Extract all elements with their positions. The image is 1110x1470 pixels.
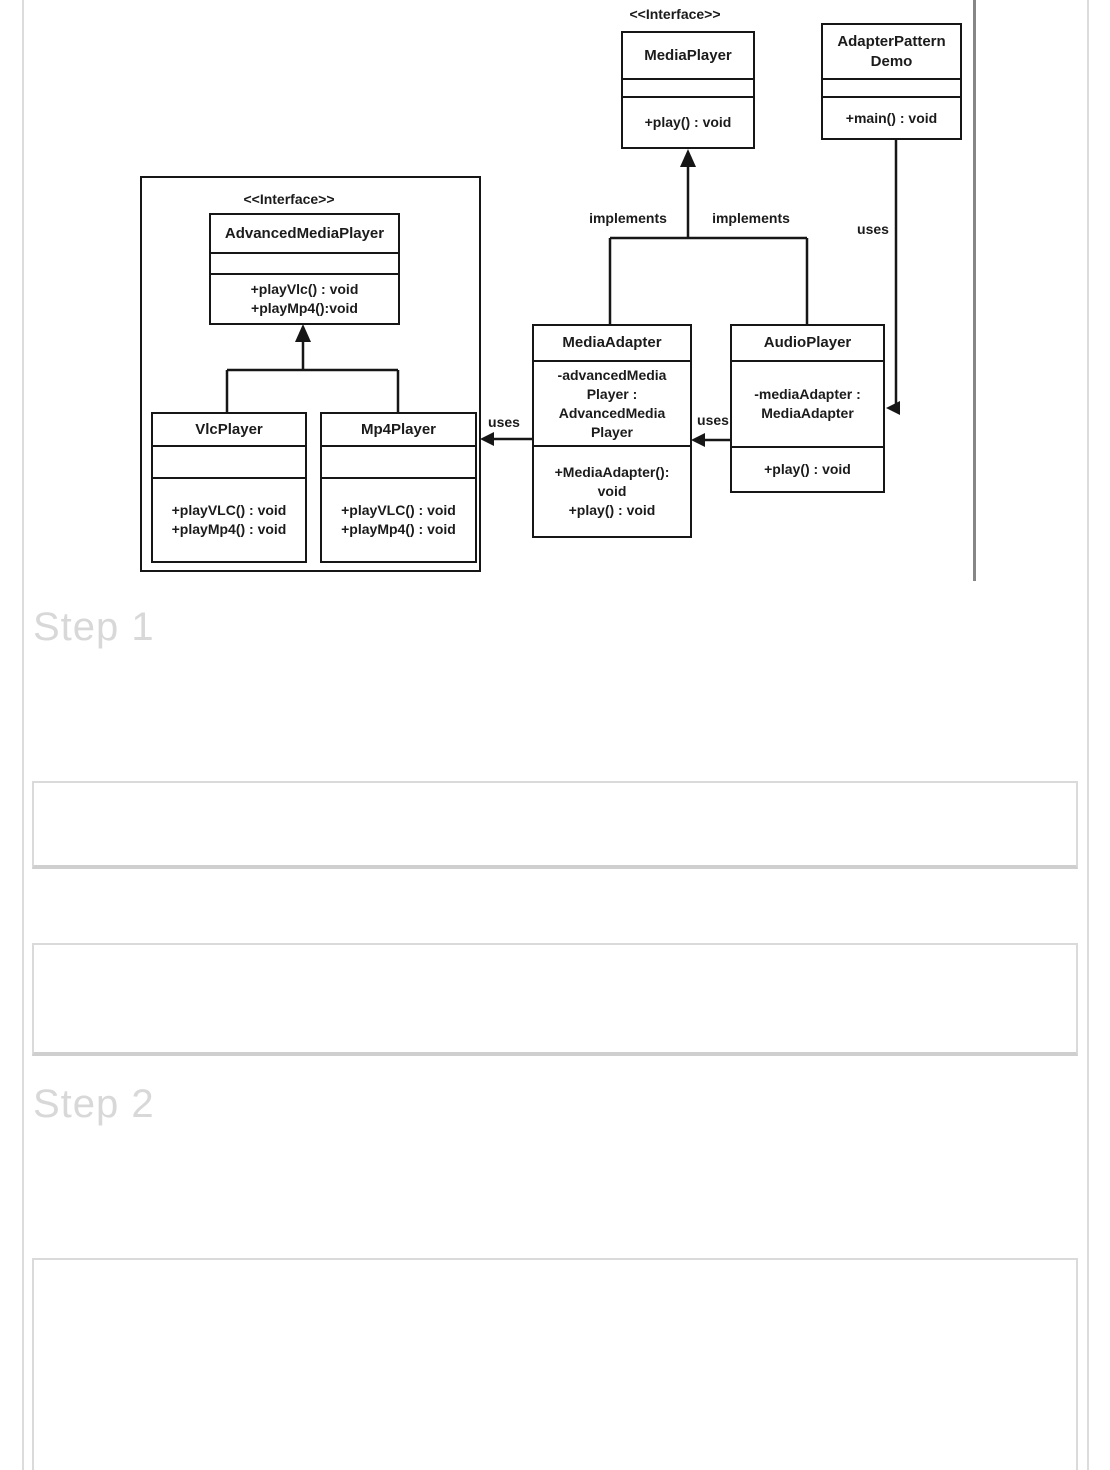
arrowhead-left-package xyxy=(480,432,494,446)
attributes-compartment xyxy=(623,80,753,98)
attribute-line: AdvancedMedia xyxy=(558,404,666,421)
stereotype-label-mediaplayer: <<Interface>> xyxy=(629,6,721,22)
arrowhead-left-audioplayer xyxy=(886,401,900,415)
uml-adapter-pattern-diagram: <<Interface>> MediaPlayer +play() : void… xyxy=(0,0,1110,590)
class-box-mp4player: Mp4Player +playVLC() : void +playMp4() :… xyxy=(320,412,477,563)
relationship-label-uses-demo: uses xyxy=(857,221,889,237)
class-box-adapterpatterndemo: AdapterPattern Demo +main() : void xyxy=(821,23,962,140)
method-label: +play() : void xyxy=(568,502,656,518)
attributes-compartment xyxy=(823,80,960,98)
relationship-label-uses-audioplayer: uses xyxy=(697,412,729,428)
attributes-compartment xyxy=(322,447,475,479)
uml-connectors xyxy=(225,140,900,447)
code-block-2 xyxy=(32,943,1078,1056)
attributes-compartment xyxy=(211,254,398,275)
method-label: +playMp4():void xyxy=(251,300,358,316)
page-right-border xyxy=(1087,0,1089,1470)
methods-compartment: +playVLC() : void +playMp4() : void xyxy=(153,479,305,561)
attribute-line: -mediaAdapter : xyxy=(754,386,861,402)
class-title: MediaAdapter xyxy=(534,326,690,362)
method-label: +playMp4() : void xyxy=(171,521,287,537)
class-title: AdapterPattern Demo xyxy=(823,25,960,80)
package-boundary-rect xyxy=(140,176,481,572)
stereotype-label-advancedmediaplayer: <<Interface>> xyxy=(243,191,335,207)
methods-compartment: +play() : void xyxy=(623,98,753,147)
arrowhead-up-advancedmediaplayer xyxy=(295,324,311,342)
method-label: +playVLC() : void xyxy=(171,502,287,518)
method-label: +playVLC() : void xyxy=(341,502,456,518)
implements-line-mediaplayer xyxy=(608,153,809,325)
class-title: AdvancedMediaPlayer xyxy=(211,215,398,254)
class-box-mediaplayer: MediaPlayer +play() : void xyxy=(621,31,755,149)
relationship-label-implements-left: implements xyxy=(589,210,667,226)
attributes-compartment xyxy=(153,447,305,479)
class-title: Mp4Player xyxy=(322,414,475,447)
method-label: +playMp4() : void xyxy=(341,521,456,537)
step1-heading: Step 1 xyxy=(33,605,155,649)
methods-compartment: +play() : void xyxy=(732,448,883,491)
relationship-label-implements-right: implements xyxy=(712,210,790,226)
attributes-compartment: -mediaAdapter : MediaAdapter xyxy=(732,362,883,448)
method-label: +play() : void xyxy=(644,114,732,130)
method-label: +main() : void xyxy=(845,109,938,126)
arrowhead-up-mediaplayer xyxy=(680,149,696,167)
class-box-advancedmediaplayer: AdvancedMediaPlayer +playVlc() : void +p… xyxy=(209,213,400,325)
class-box-vlcplayer: VlcPlayer +playVLC() : void +playMp4() :… xyxy=(151,412,307,563)
attribute-line: MediaAdapter xyxy=(761,405,854,421)
step2-heading: Step 2 xyxy=(33,1082,155,1126)
method-label: +playVlc() : void xyxy=(250,281,359,297)
attribute-line: -advancedMedia xyxy=(557,366,667,383)
class-box-audioplayer: AudioPlayer -mediaAdapter : MediaAdapter… xyxy=(730,324,885,493)
class-title: VlcPlayer xyxy=(153,414,305,447)
attribute-line: Player xyxy=(590,423,634,440)
attribute-line: Player : xyxy=(586,385,638,402)
page-left-border xyxy=(22,0,24,1470)
class-title: MediaPlayer xyxy=(623,33,753,80)
diagram-image-right-edge xyxy=(973,0,976,581)
method-label: +play() : void xyxy=(764,461,851,477)
class-box-mediaadapter: MediaAdapter -advancedMedia Player : Adv… xyxy=(532,324,692,538)
generalization-line-advancedmediaplayer xyxy=(225,331,400,413)
code-block-1 xyxy=(32,781,1078,869)
code-block-3 xyxy=(32,1258,1078,1470)
methods-compartment: +main() : void xyxy=(823,98,960,138)
method-label: +MediaAdapter(): xyxy=(554,464,670,480)
attributes-compartment: -advancedMedia Player : AdvancedMedia Pl… xyxy=(534,362,690,447)
uses-line-demo-audioplayer xyxy=(892,140,898,410)
relationship-label-uses-mediaadapter: uses xyxy=(488,414,520,430)
class-title-line2: Demo xyxy=(870,52,913,70)
arrowhead-left-mediaadapter xyxy=(691,433,705,447)
methods-compartment: +MediaAdapter(): void +play() : void xyxy=(534,447,690,536)
class-title-line1: AdapterPattern xyxy=(837,32,946,50)
methods-compartment: +playVlc() : void +playMp4():void xyxy=(211,275,398,323)
methods-compartment: +playVLC() : void +playMp4() : void xyxy=(322,479,475,561)
method-label: void xyxy=(597,483,627,499)
class-title: AudioPlayer xyxy=(732,326,883,362)
